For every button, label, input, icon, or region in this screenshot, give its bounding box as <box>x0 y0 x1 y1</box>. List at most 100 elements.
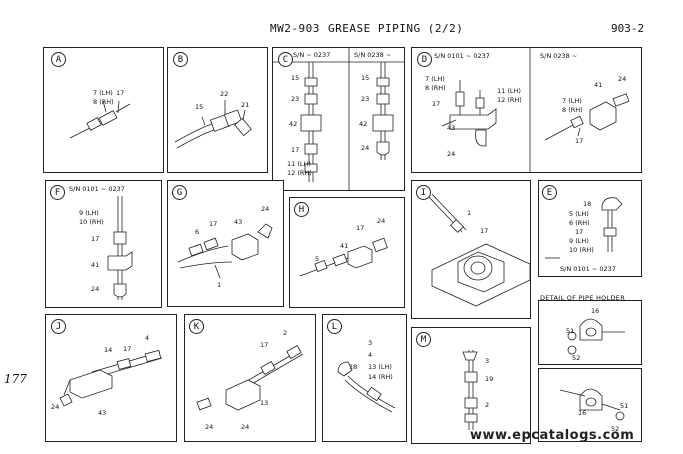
part-callout: 17 <box>260 341 269 349</box>
panel-a <box>43 47 164 173</box>
part-callout: 2 <box>283 329 288 337</box>
panel-m <box>411 327 531 444</box>
page-number: 903-2 <box>611 22 645 35</box>
part-callout: 10 (RH) <box>569 246 594 254</box>
part-callout: 17 <box>209 220 218 228</box>
panel-letter-b: B <box>173 52 188 67</box>
panel-f-drawing <box>107 196 133 300</box>
part-callout: 14 <box>104 346 113 354</box>
panel-d-right-drawing <box>544 93 630 141</box>
part-callout: 17 <box>575 228 584 236</box>
panel-i-drawing <box>427 193 531 307</box>
part-callout: 17 <box>356 224 365 232</box>
part-callout: 16 <box>591 307 600 315</box>
part-callout: 6 <box>195 228 200 236</box>
part-callout: 43 <box>98 409 107 417</box>
part-callout: 5 (LH) <box>569 210 589 218</box>
panel-c-serial-left: S/N ~ 0237 <box>293 51 331 59</box>
part-callout: 8 (RH) <box>562 106 583 114</box>
part-callout: 17 <box>432 100 441 108</box>
part-callout: 6 (RH) <box>569 219 590 227</box>
part-callout: 24 <box>241 423 250 431</box>
watermark-text: www.epcatalogs.com <box>470 428 635 443</box>
part-callout: 17 <box>91 235 100 243</box>
panel-h-drawing <box>299 237 388 277</box>
part-callout: 11 (LH) <box>497 87 521 95</box>
panel-d-serial-right: S/N 0238 ~ <box>540 52 578 60</box>
part-callout: 43 <box>234 218 243 226</box>
panel-letter-a: A <box>51 52 66 67</box>
pipe-holder-drawing-bottom <box>559 388 625 421</box>
part-callout: 52 <box>572 354 581 362</box>
part-callout: 19 <box>485 375 494 383</box>
part-callout: 13 <box>260 399 269 407</box>
panel-d-serial-left: S/N 0101 ~ 0237 <box>434 52 490 60</box>
part-callout: 51 <box>566 327 575 335</box>
part-callout: 41 <box>340 242 349 250</box>
part-callout: 17 <box>291 146 300 154</box>
part-callout: 51 <box>620 402 629 410</box>
part-callout: 14 (RH) <box>368 373 393 381</box>
panel-j-drawing <box>59 349 163 407</box>
part-callout: 7 (LH) <box>425 75 445 83</box>
part-callout: 18 <box>583 200 592 208</box>
part-callout: 8 (RH) <box>93 98 114 106</box>
panel-l <box>322 314 407 442</box>
part-callout: 15 <box>291 74 300 82</box>
pipe-holder-title: DETAIL OF PIPE HOLDER <box>540 294 626 302</box>
panel-e-drawing <box>545 197 623 259</box>
part-callout: 24 <box>361 144 370 152</box>
panel-b <box>167 47 268 173</box>
part-callout: 24 <box>205 423 214 431</box>
part-callout: 5 <box>315 255 320 263</box>
part-callout: 7 (LH) <box>93 89 113 97</box>
panel-d-left-drawing <box>441 80 497 147</box>
part-callout: 8 (RH) <box>425 84 446 92</box>
part-callout: 17 <box>480 227 489 235</box>
part-callout: 1 <box>217 281 222 289</box>
part-callout: 11 (LH) <box>287 160 311 168</box>
panel-b-drawing <box>174 100 252 149</box>
part-callout: 42 <box>359 120 368 128</box>
part-callout: 18 <box>349 363 358 371</box>
panel-letter-k: K <box>189 319 204 334</box>
part-callout: 13 (LH) <box>368 363 392 371</box>
panel-k <box>184 314 316 442</box>
part-callout: 7 (LH) <box>562 97 582 105</box>
part-callout: 16 <box>578 409 587 417</box>
part-callout: 21 <box>241 101 250 109</box>
part-callout: 12 (RH) <box>287 169 312 177</box>
page-title: GREASE PIPING (2/2) <box>328 22 464 35</box>
part-callout: 3 <box>485 357 490 365</box>
panel-f-serial: S/N 0101 ~ 0237 <box>69 185 125 193</box>
part-callout: 41 <box>91 261 100 269</box>
part-callout: 3 <box>368 339 373 347</box>
pipe-holder-drawing-top <box>567 318 625 355</box>
panel-letter-l: L <box>327 319 342 334</box>
panel-c-serial-right: S/N 0238 ~ <box>354 51 392 59</box>
part-callout: 43 <box>447 124 456 132</box>
model-number: MW2-903 <box>270 22 320 35</box>
part-callout: 15 <box>361 74 370 82</box>
panel-letter-e: E <box>542 185 557 200</box>
part-callout: 12 (RH) <box>497 96 522 104</box>
handwritten-page-mark: 177 <box>4 372 27 386</box>
part-callout: 24 <box>91 285 100 293</box>
part-callout: 23 <box>291 95 300 103</box>
part-callout: 9 (LH) <box>569 237 589 245</box>
part-callout: 17 <box>123 345 132 353</box>
panel-letter-h: H <box>294 202 309 217</box>
part-callout: 17 <box>116 89 125 97</box>
part-callout: 22 <box>220 90 229 98</box>
panel-letter-i: I <box>416 185 431 200</box>
panel-letter-m: M <box>416 332 431 347</box>
part-callout: 4 <box>145 334 150 342</box>
panel-h <box>289 197 405 308</box>
part-callout: 24 <box>618 75 627 83</box>
panel-letter-d: D <box>417 52 432 67</box>
part-callout: 9 (LH) <box>79 209 99 217</box>
part-callout: 23 <box>361 95 370 103</box>
part-callout: 41 <box>594 81 603 89</box>
panel-a-drawing <box>69 100 131 139</box>
